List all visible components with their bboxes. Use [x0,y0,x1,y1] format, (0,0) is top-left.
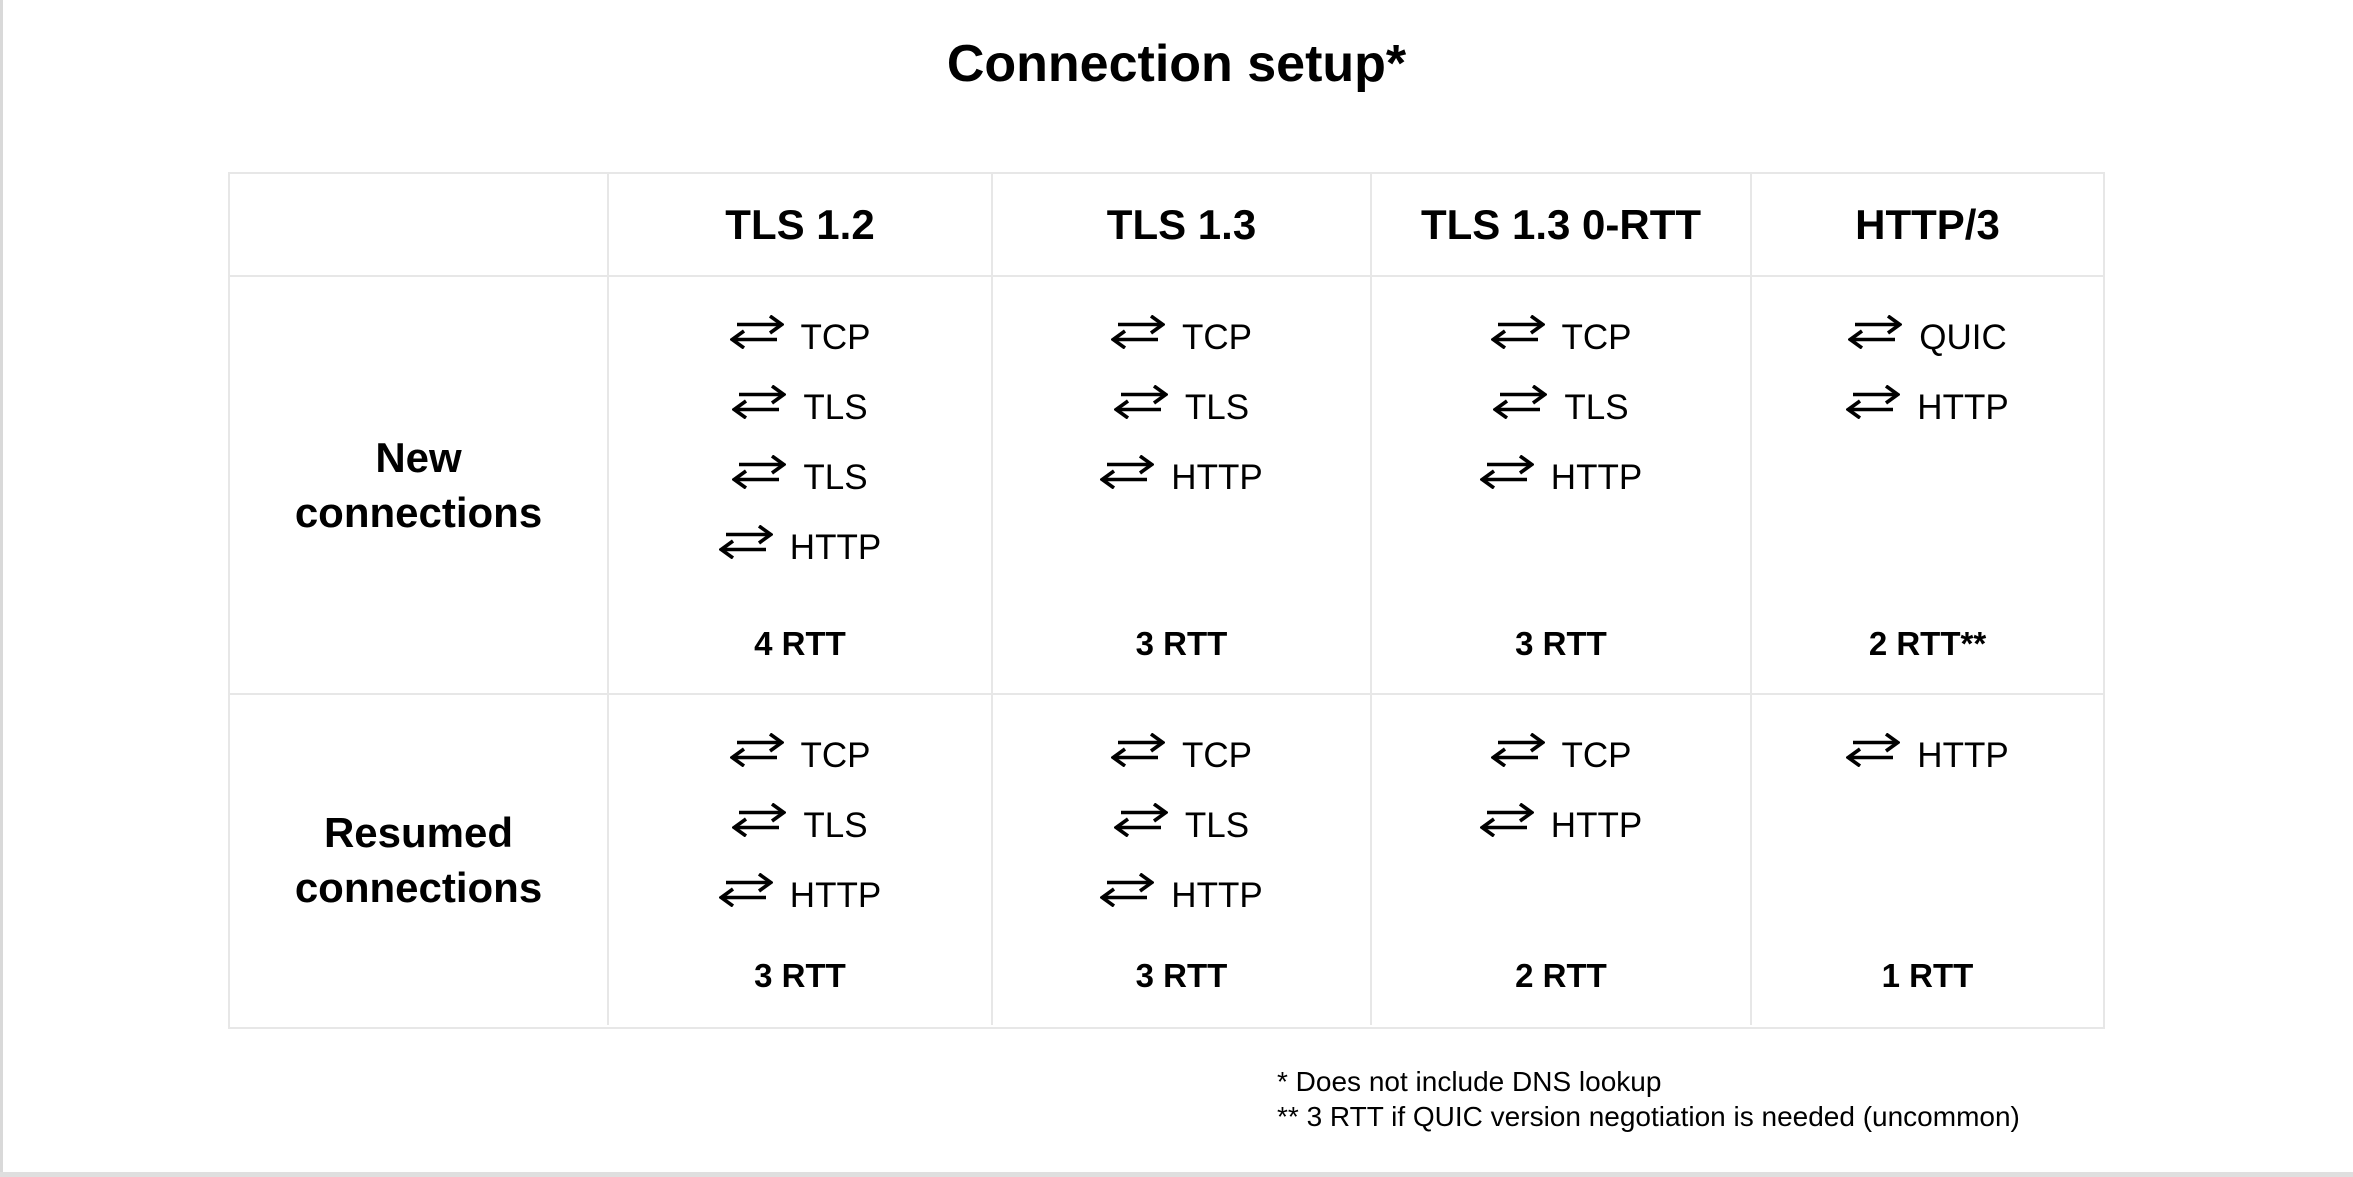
round-trip-arrows-icon [729,733,784,767]
cell-new-tls13-0rtt: TCP TLS HTTP 3 RTT [1372,277,1752,695]
protocol-label: TCP [800,318,871,357]
protocol-label: HTTP [1917,388,2009,427]
header-corner-cell [230,174,609,277]
round-trip-arrows-icon [1490,733,1545,767]
protocol-step: HTTP [1752,373,2103,443]
protocol-step: TCP [609,303,991,373]
protocol-step: QUIC [1752,303,2103,373]
protocol-step: TCP [1372,721,1750,791]
rtt-count: 4 RTT [754,625,846,662]
protocol-label: TLS [1564,388,1629,427]
protocol-step: HTTP [609,513,991,583]
protocol-label: TLS [803,458,868,497]
protocol-label: HTTP [1917,736,2009,775]
protocol-label: TCP [1182,736,1252,775]
protocol-label: TCP [800,736,871,775]
protocol-step: TCP [993,303,1370,373]
protocol-step: TLS [993,373,1370,443]
round-trip-arrows-icon [732,455,787,489]
protocol-label: HTTP [789,528,882,567]
connection-setup-table: TLS 1.2 TLS 1.3 TLS 1.3 0-RTT HTTP/3 New… [228,172,2105,1029]
round-trip-arrows-icon [718,525,773,559]
protocol-step: TLS [609,373,991,443]
page-title: Connection setup* [946,35,1407,93]
round-trip-arrows-icon [729,315,784,349]
round-trip-arrows-icon [718,873,773,907]
protocol-label: TLS [803,806,868,845]
protocol-label: TLS [803,388,868,427]
round-trip-arrows-icon [1479,803,1534,837]
protocol-label: TCP [1561,736,1632,775]
footnote-quic-negotiation: ** 3 RTT if QUIC version negotiation is … [1277,1101,2020,1132]
round-trip-arrows-icon [1113,385,1168,419]
rtt-count: 3 RTT [1515,625,1607,662]
cell-resumed-http3: HTTP 1 RTT [1752,695,2103,1025]
column-header-tls13-0rtt: TLS 1.3 0-RTT [1372,174,1752,277]
row-header-new-connections: New connections [230,277,609,695]
protocol-step: HTTP [1372,791,1750,861]
protocol-label: HTTP [1171,458,1263,497]
column-header-tls12: TLS 1.2 [609,174,993,277]
round-trip-arrows-icon [1493,385,1548,419]
protocol-step: TLS [609,791,991,861]
rtt-count: 3 RTT [1135,625,1228,662]
protocol-label: HTTP [1171,876,1263,915]
rtt-count: 3 RTT [1135,957,1228,994]
row-header-resumed-connections: Resumed connections [230,695,609,1025]
round-trip-arrows-icon [1490,315,1545,349]
protocol-label: TCP [1561,318,1632,357]
rtt-count: 1 RTT [1881,957,1974,994]
cell-new-tls13: TCP TLS HTTP 3 RTT [993,277,1372,695]
protocol-step: TCP [993,721,1370,791]
round-trip-arrows-icon [1848,315,1903,349]
round-trip-arrows-icon [1111,733,1165,767]
rtt-count: 2 RTT** [1868,625,1987,662]
protocol-step: TLS [1372,373,1750,443]
protocol-step: HTTP [1752,721,2103,791]
cell-resumed-tls13: TCP TLS HTTP 3 RTT [993,695,1372,1025]
protocol-step: TLS [993,791,1370,861]
round-trip-arrows-icon [1111,315,1165,349]
protocol-step: HTTP [609,861,991,931]
rtt-count: 3 RTT [754,957,846,994]
cell-new-tls12: TCP TLS TLS HTTP 4 RTT [609,277,993,695]
protocol-label: HTTP [1550,458,1643,497]
round-trip-arrows-icon [1113,803,1168,837]
screen-left-edge [0,0,3,1177]
cell-resumed-tls12: TCP TLS HTTP 3 RTT [609,695,993,1025]
round-trip-arrows-icon [1100,873,1155,907]
protocol-label: HTTP [789,876,882,915]
footnotes: * Does not include DNS lookup ** 3 RTT i… [1277,1064,2020,1134]
protocol-label: HTTP [1550,806,1643,845]
protocol-step: HTTP [1372,443,1750,513]
protocol-step: HTTP [993,443,1370,513]
screen-bottom-edge [0,1172,2353,1177]
protocol-step: TCP [609,721,991,791]
protocol-step: HTTP [993,861,1370,931]
protocol-step: TCP [1372,303,1750,373]
protocol-step: TLS [609,443,991,513]
cell-new-http3: QUIC HTTP 2 RTT** [1752,277,2103,695]
column-header-http3: HTTP/3 [1752,174,2103,277]
round-trip-arrows-icon [1846,385,1901,419]
protocol-label: TLS [1184,806,1250,845]
round-trip-arrows-icon [1846,733,1901,767]
round-trip-arrows-icon [1479,455,1534,489]
round-trip-arrows-icon [1100,455,1155,489]
rtt-count: 2 RTT [1515,957,1607,994]
protocol-label: TCP [1182,318,1252,357]
column-header-tls13: TLS 1.3 [993,174,1372,277]
round-trip-arrows-icon [732,803,787,837]
protocol-label: QUIC [1919,318,2007,357]
round-trip-arrows-icon [732,385,787,419]
footnote-dns: * Does not include DNS lookup [1277,1066,1662,1097]
cell-resumed-tls13-0rtt: TCP HTTP 2 RTT [1372,695,1752,1025]
protocol-label: TLS [1184,388,1250,427]
